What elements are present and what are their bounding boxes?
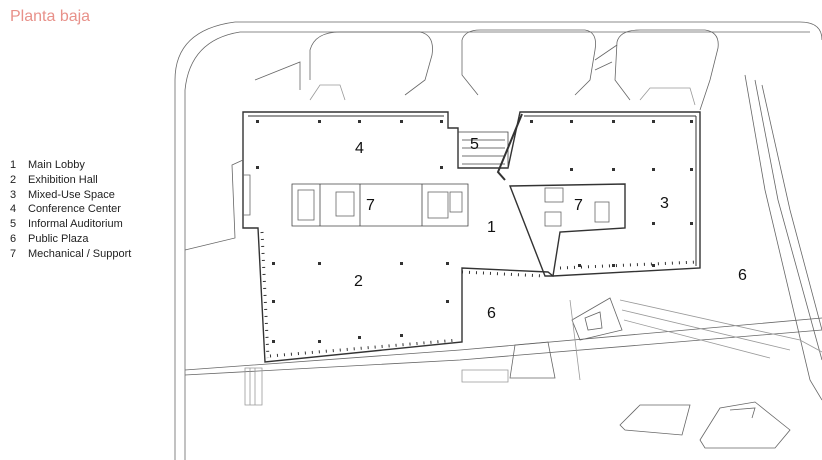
- auditorium-stair: [458, 131, 509, 168]
- west-annex: [184, 159, 251, 251]
- plaza-curve: [754, 79, 822, 361]
- pavilion-outline: [594, 44, 618, 71]
- room-label: 6: [487, 305, 496, 322]
- restroom: [544, 187, 564, 203]
- building-outline: [242, 111, 701, 363]
- plaza-curve: [761, 84, 822, 331]
- plaza-planter: [509, 341, 556, 379]
- building-inner-wall: [248, 115, 697, 266]
- room-label: 5: [470, 136, 479, 153]
- restroom: [335, 191, 355, 217]
- room-label: 7: [574, 197, 583, 214]
- column-grid: [256, 120, 693, 343]
- pavilion-outline: [461, 29, 596, 96]
- room-label: 6: [738, 267, 747, 284]
- service-core: [291, 183, 469, 227]
- room-label: 1: [487, 219, 496, 236]
- ramp-hatching: [309, 84, 696, 106]
- auditorium-wall: [496, 113, 523, 181]
- plaza-terrace: [569, 299, 822, 381]
- entrance-steps: [244, 367, 509, 406]
- pavilion-outline: [254, 31, 433, 96]
- room-label: 7: [366, 197, 375, 214]
- plaza-steps: [571, 297, 623, 341]
- stair: [594, 201, 610, 223]
- stair: [427, 191, 449, 219]
- east-core: [508, 183, 626, 277]
- hall-edge: [260, 231, 459, 359]
- pavilion-outline: [614, 29, 719, 111]
- plan-title: Planta baja: [10, 8, 91, 25]
- pavilion-outline: [619, 404, 691, 436]
- restroom: [449, 191, 463, 213]
- plaza-curve: [744, 74, 822, 401]
- room-label: 2: [354, 273, 363, 290]
- pavilion-outline: [699, 401, 791, 449]
- room-label: 4: [355, 140, 364, 157]
- stair: [297, 189, 315, 221]
- restroom: [544, 211, 562, 227]
- room-label: 3: [660, 195, 669, 212]
